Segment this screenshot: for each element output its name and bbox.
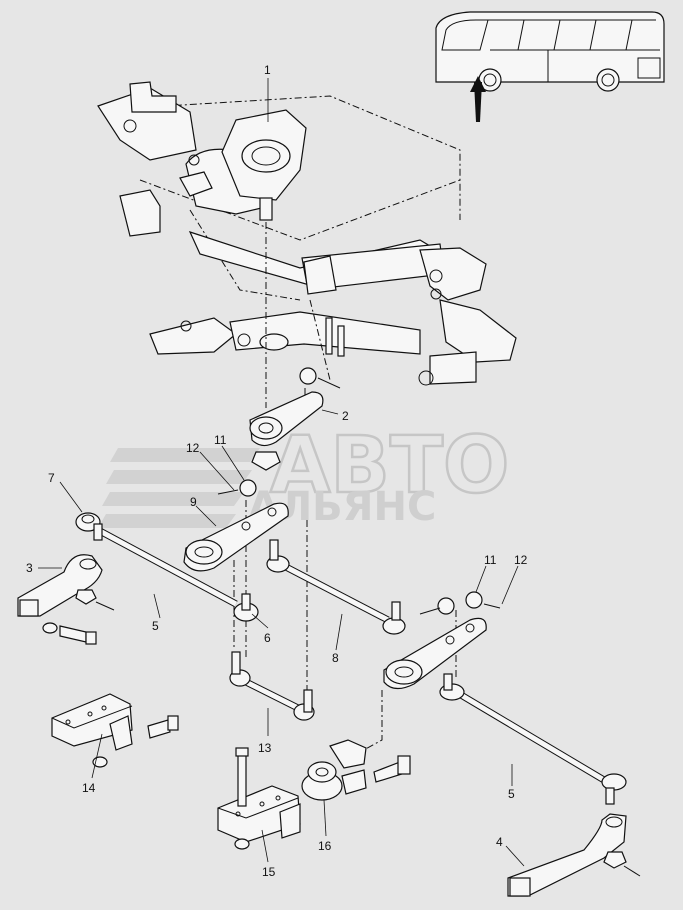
callout-14: 14 [82, 781, 96, 795]
callout-5-left: 5 [152, 619, 159, 633]
watermark-logo-stripes [98, 448, 260, 528]
tie-rod-middle [266, 539, 406, 635]
idler-arm [183, 479, 289, 572]
short-link-rod [229, 651, 315, 721]
callout-15: 15 [262, 865, 276, 879]
pitman-arm [249, 367, 341, 471]
callout-11-right: 11 [484, 553, 497, 567]
callout-labels: 1 2 3 4 5 5 6 7 8 9 11 11 12 12 13 14 15… [26, 63, 528, 879]
bushing-mount-16 [301, 739, 411, 801]
callout-1: 1 [264, 63, 271, 77]
callout-2: 2 [342, 409, 349, 423]
steering-arm-right [507, 813, 641, 897]
callout-12-right: 12 [514, 553, 528, 567]
callout-8: 8 [332, 651, 339, 665]
tie-rod-left [75, 512, 259, 622]
steering-arm-left [17, 554, 115, 645]
callout-11-left: 11 [214, 433, 227, 447]
callout-16: 16 [318, 839, 332, 853]
callout-7: 7 [48, 471, 55, 485]
tie-rod-right [439, 673, 627, 805]
callout-4: 4 [496, 835, 503, 849]
callout-9: 9 [190, 495, 197, 509]
callout-6: 6 [264, 631, 271, 645]
callout-12-left: 12 [186, 441, 200, 455]
watermark-line1: АВТО [270, 421, 509, 511]
bus-inset [435, 11, 665, 122]
callout-5-right: 5 [508, 787, 515, 801]
idler-arm-right [383, 591, 501, 690]
mounting-bracket-15 [217, 747, 301, 850]
leader-lines [38, 78, 525, 867]
callout-13: 13 [258, 741, 272, 755]
mounting-bracket-14 [51, 693, 179, 768]
watermark: АВТО АЛЬЯНС [98, 420, 511, 530]
front-subframe [97, 81, 517, 386]
callout-3: 3 [26, 561, 33, 575]
